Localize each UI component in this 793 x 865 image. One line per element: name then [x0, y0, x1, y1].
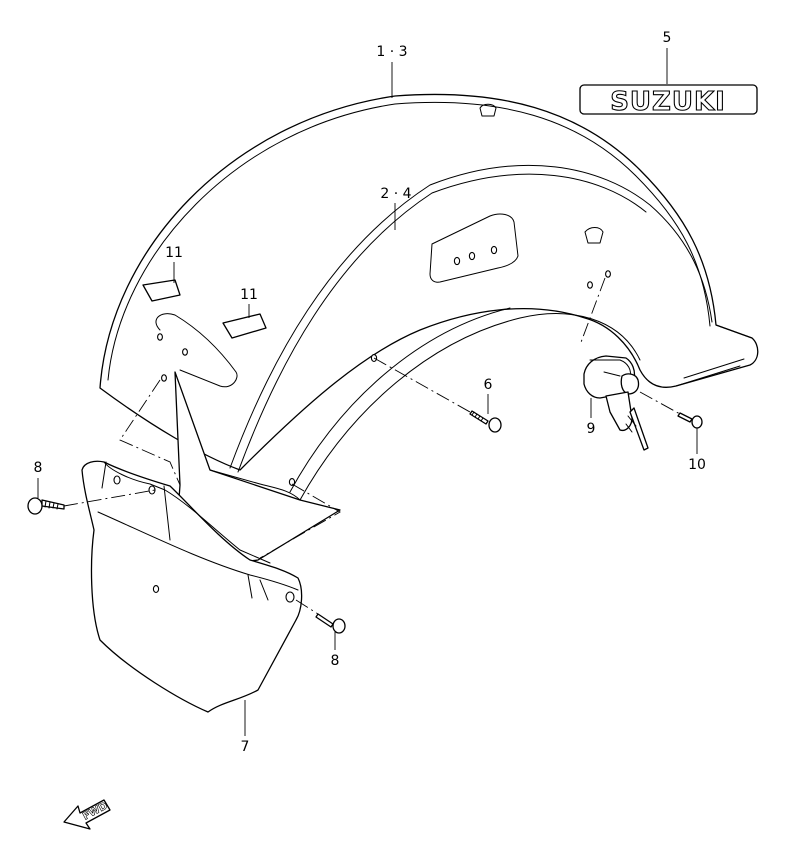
assembly-axis-lines [63, 277, 681, 615]
reflector-right [222, 313, 267, 339]
leader-lines [37, 48, 698, 736]
callout-bolt-right: 8 [331, 653, 340, 669]
rear-fender-outer [99, 93, 759, 501]
helmet-lock [583, 355, 649, 451]
callout-reflector-right: 11 [240, 287, 258, 303]
callout-fender-inner: 2 · 4 [380, 186, 411, 202]
screw [469, 410, 502, 433]
callout-lower-cover: 7 [241, 739, 250, 755]
bolt-right [315, 613, 346, 634]
callout-reflector-left: 11 [165, 245, 183, 261]
callout-helmet-lock: 9 [587, 421, 596, 437]
reflector-left [142, 279, 181, 302]
emblem-text: SUZUKI [610, 87, 726, 117]
callout-lock-screw: 10 [688, 457, 706, 473]
callout-screw: 6 [484, 377, 493, 393]
lock-screw [677, 412, 703, 429]
fwd-arrow-icon: FWD [63, 799, 111, 830]
callout-fender-outer: 1 · 3 [376, 44, 407, 60]
lower-cover [81, 460, 303, 713]
callout-bolt-left: 8 [34, 460, 43, 476]
bolt-left [27, 497, 65, 515]
callout-emblem: 5 [663, 30, 672, 46]
suzuki-emblem: SUZUKI [579, 84, 758, 118]
